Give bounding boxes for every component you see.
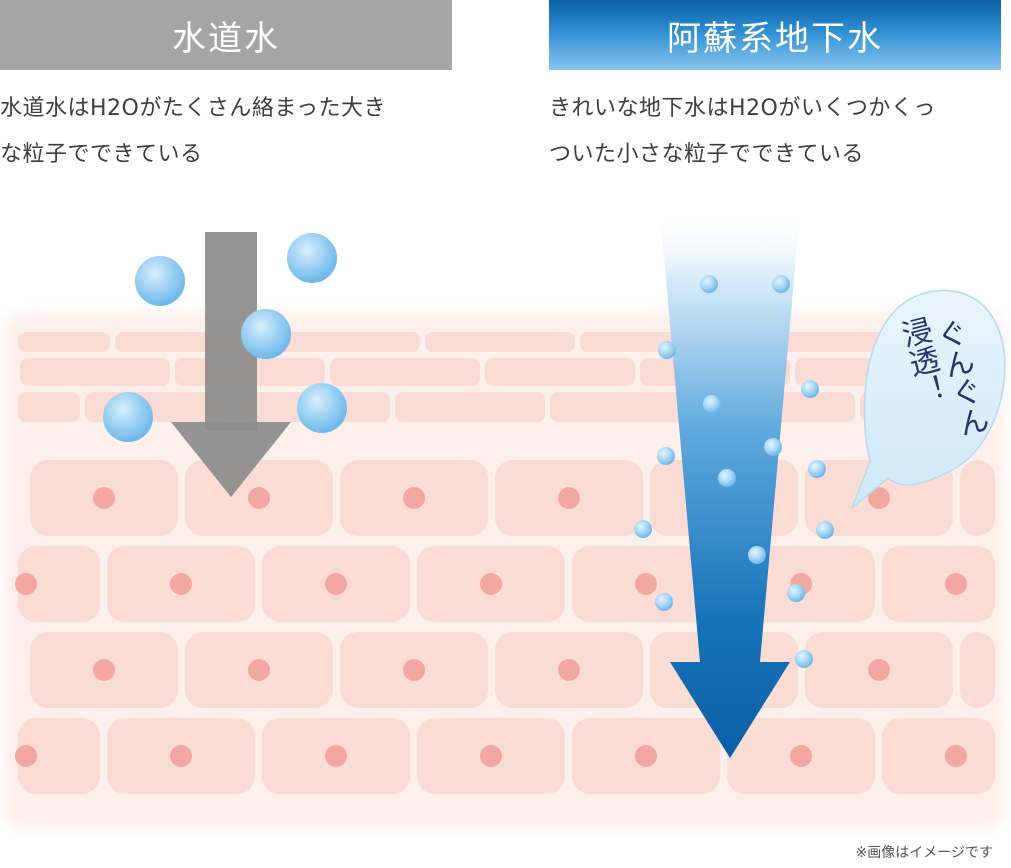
cell-nucleus <box>480 745 502 767</box>
cell-nucleus <box>325 573 347 595</box>
small-water-particle <box>658 341 676 359</box>
aso-groundwater-header: 阿蘇系地下水 <box>549 0 1001 70</box>
skin-cell-layers <box>15 332 995 794</box>
large-water-particle <box>297 383 347 433</box>
small-water-particle <box>801 380 819 398</box>
cell-nucleus <box>325 745 347 767</box>
cell-nucleus <box>558 659 580 681</box>
cell-nucleus <box>945 573 967 595</box>
cell-nucleus <box>403 659 425 681</box>
cell-nucleus <box>868 659 890 681</box>
cell-nucleus <box>15 745 37 767</box>
groundwater-particles <box>634 275 834 668</box>
large-water-particle <box>287 233 337 283</box>
thin-skin-cell <box>20 358 170 386</box>
small-water-particle <box>657 447 675 465</box>
small-water-particle <box>634 520 652 538</box>
thin-skin-cell <box>18 332 110 352</box>
small-water-particle <box>703 395 721 413</box>
tap-water-particles <box>103 233 347 442</box>
skin-cell <box>960 460 995 536</box>
image-note: ※画像はイメージです <box>855 845 993 861</box>
tap-water-header: 水道水 <box>0 0 452 70</box>
small-water-particle <box>808 460 826 478</box>
cell-nucleus <box>945 745 967 767</box>
cell-nucleus <box>480 573 502 595</box>
small-water-particle <box>764 438 782 456</box>
tap-water-arrow <box>171 232 291 497</box>
cell-nucleus <box>93 487 115 509</box>
cell-nucleus <box>868 487 890 509</box>
small-water-particle <box>816 521 834 539</box>
large-water-particle <box>135 256 185 306</box>
skin-cell <box>960 632 995 708</box>
cell-nucleus <box>248 659 270 681</box>
small-water-particle <box>772 275 790 293</box>
small-water-particle <box>795 650 813 668</box>
skin-cell <box>18 718 100 794</box>
groundwater-description: きれいな地下水はH2Oがいくつかくっ ついた小さな粒子でできている <box>549 86 1001 178</box>
cell-nucleus <box>248 487 270 509</box>
cell-nucleus <box>170 745 192 767</box>
cell-nucleus <box>170 573 192 595</box>
cell-nucleus <box>93 659 115 681</box>
small-water-particle <box>700 275 718 293</box>
groundwater-desc-line-1: きれいな地下水はH2Oがいくつかくっ <box>549 96 936 121</box>
thin-skin-cell <box>485 358 635 386</box>
penetration-speech-bubble: ぐんぐん 浸透！ <box>851 289 1006 509</box>
cell-nucleus <box>403 487 425 509</box>
groundwater-desc-line-2: ついた小さな粒子でできている <box>549 142 865 167</box>
cell-nucleus <box>15 573 37 595</box>
thin-skin-cell <box>270 332 420 352</box>
large-water-particle <box>103 392 153 442</box>
thin-skin-cell <box>330 358 480 386</box>
thin-skin-cell <box>395 392 545 422</box>
small-water-particle <box>655 593 673 611</box>
thin-skin-cell <box>425 332 575 352</box>
tap-water-title: 水道水 <box>172 18 280 59</box>
thin-skin-cell <box>18 392 80 422</box>
thin-skin-cell <box>550 392 700 422</box>
large-water-particle <box>241 309 291 359</box>
small-water-particle <box>748 546 766 564</box>
small-water-particle <box>718 469 736 487</box>
small-water-particle <box>787 584 805 602</box>
tap-water-description: 水道水はH2Oがたくさん絡まった大き な粒子でできている <box>0 86 452 178</box>
skin-cell <box>882 718 995 794</box>
tap-water-desc-line-1: 水道水はH2Oがたくさん絡まった大き <box>0 96 386 121</box>
cell-nucleus <box>635 573 657 595</box>
cell-nucleus <box>558 487 580 509</box>
cell-nucleus <box>790 745 812 767</box>
skin-cell <box>18 546 100 622</box>
skin-cell <box>882 546 995 622</box>
aso-groundwater-title: 阿蘇系地下水 <box>667 18 883 59</box>
cell-nucleus <box>635 745 657 767</box>
tap-water-desc-line-2: な粒子でできている <box>0 142 203 167</box>
